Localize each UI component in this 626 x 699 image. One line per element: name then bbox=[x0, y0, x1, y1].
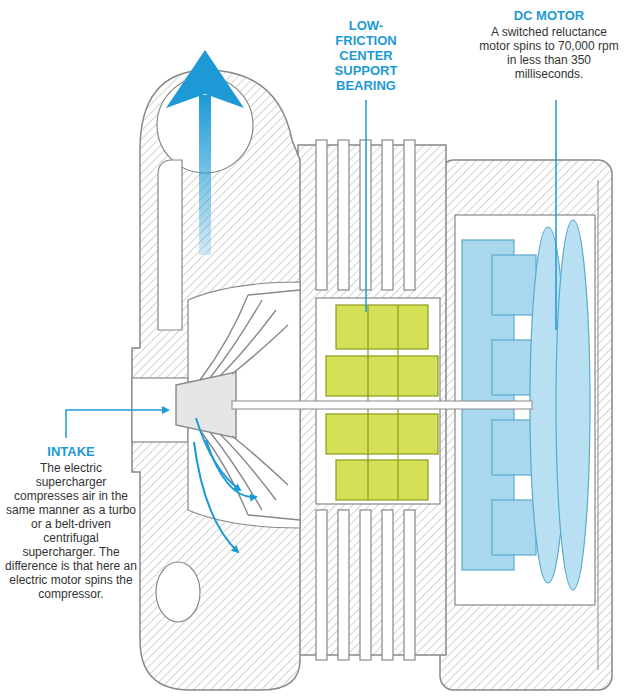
airflow-arrows bbox=[196, 418, 240, 490]
center-housing bbox=[316, 140, 327, 290]
part-heading: DC MOTOR bbox=[478, 8, 620, 23]
part-description: The electric supercharger compresses air… bbox=[5, 461, 137, 601]
dc-motor bbox=[492, 340, 536, 395]
compressor-housing bbox=[158, 160, 182, 330]
dc-motor bbox=[556, 220, 590, 590]
compressor-wheel bbox=[232, 325, 288, 374]
center-housing bbox=[338, 140, 349, 290]
compressor-wheel bbox=[210, 300, 262, 378]
part-description: A switched reluctance motor spins to 70,… bbox=[478, 25, 620, 81]
center-housing bbox=[404, 510, 415, 660]
center-housing bbox=[404, 140, 415, 290]
part-heading: LOW-FRICTION CENTER SUPPORT BEARING bbox=[322, 18, 410, 93]
airflow-arrows bbox=[206, 440, 256, 497]
leader-line bbox=[66, 100, 556, 438]
leader-line bbox=[66, 410, 168, 438]
dc-motor bbox=[492, 255, 536, 315]
center-housing bbox=[382, 140, 393, 290]
center-housing bbox=[382, 510, 393, 660]
compressor-housing bbox=[132, 70, 300, 690]
airflow-arrows bbox=[199, 95, 211, 255]
compressor-housing bbox=[156, 562, 200, 622]
compressor-wheel bbox=[210, 432, 262, 510]
airflow-arrows bbox=[194, 442, 238, 552]
support-bearing bbox=[326, 356, 438, 396]
motor-housing bbox=[440, 160, 612, 690]
airflow-arrows bbox=[166, 50, 244, 108]
dc-motor bbox=[492, 500, 536, 555]
motor-housing bbox=[598, 180, 599, 670]
center-housing bbox=[360, 510, 371, 660]
leader-line bbox=[365, 100, 367, 312]
support-bearing bbox=[326, 414, 438, 454]
center-housing bbox=[316, 510, 327, 660]
center-housing bbox=[298, 140, 446, 660]
shaft bbox=[232, 401, 532, 409]
support-bearing bbox=[336, 305, 428, 349]
part-heading: INTAKE bbox=[5, 444, 137, 459]
compressor-wheel bbox=[232, 436, 288, 485]
leader-line bbox=[555, 100, 557, 330]
motor-housing bbox=[440, 160, 612, 690]
dc-motor bbox=[492, 420, 536, 475]
shaft bbox=[232, 401, 532, 409]
airflow-arrows bbox=[166, 50, 256, 552]
motor-housing bbox=[455, 215, 595, 605]
compressor-wheel bbox=[176, 372, 236, 438]
center-housing bbox=[338, 510, 349, 660]
compressor-housing bbox=[132, 70, 300, 690]
support-bearing bbox=[336, 460, 428, 500]
